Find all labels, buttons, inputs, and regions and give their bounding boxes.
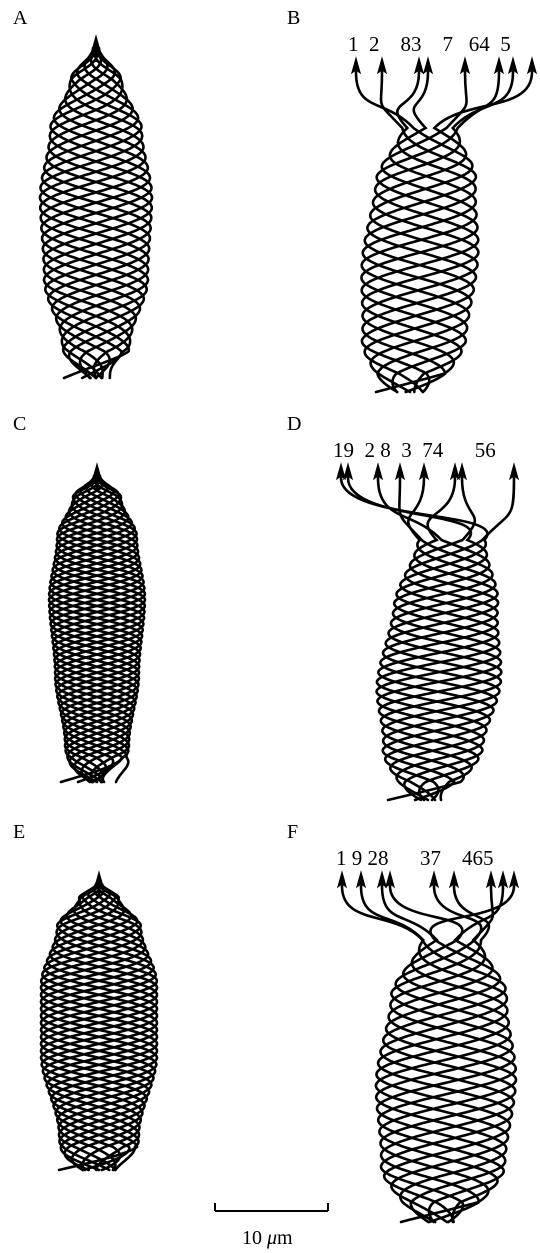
helix-bundle-e: [41, 872, 157, 1170]
helix-bundle-b: [352, 58, 536, 392]
scale-bar-label: 10 μm: [242, 1228, 293, 1248]
helix-bundle-d: [337, 464, 518, 800]
helix-bundle-a: [40, 36, 152, 378]
helix-bundle-c: [49, 464, 145, 782]
scale-bar: [215, 1203, 328, 1211]
helix-bundle-f: [338, 872, 518, 1222]
